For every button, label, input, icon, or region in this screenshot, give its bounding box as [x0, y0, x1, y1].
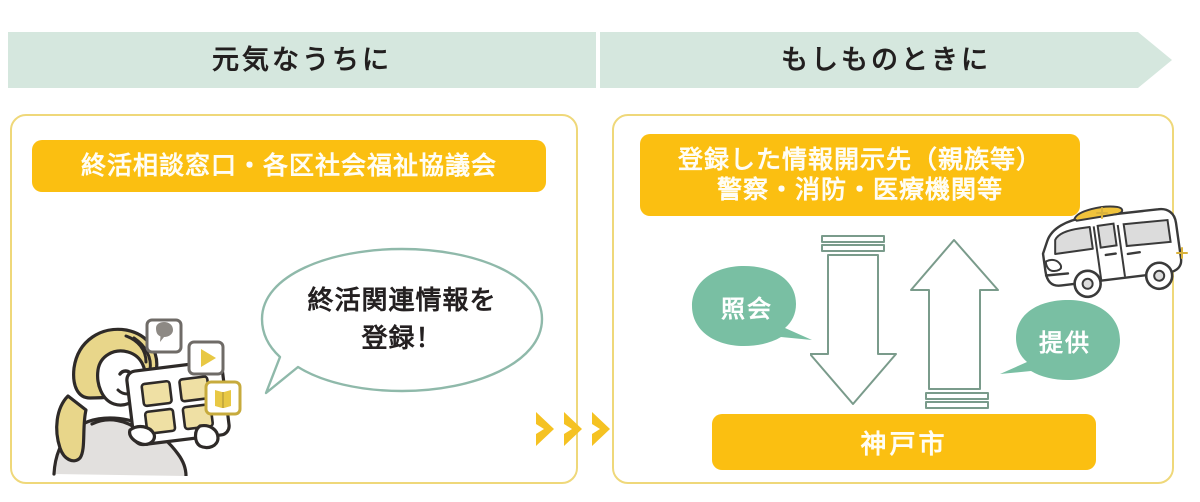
header-label-genki: 元気なうちに [212, 44, 392, 76]
speech-bubble-provide: 提供 [998, 298, 1124, 382]
speech-bubble-inquiry: 照会 [688, 264, 814, 348]
speech-bubble-register: 終活関連情報を 登録！ [256, 243, 548, 403]
exchange-arrows [809, 232, 1000, 414]
banner-line: 警察・消防・医療機関等 [716, 175, 1003, 204]
bubble-label: 提供 [1039, 328, 1091, 357]
bubble-line-2: 登録！ [361, 324, 443, 354]
ambulance-illustration [1032, 196, 1194, 306]
banner-disclosure-targets: 登録した情報開示先（親族等） 警察・消防・医療機関等 [640, 134, 1080, 216]
header-band-genki: 元気なうちに [8, 32, 596, 88]
down-arrow [809, 235, 897, 405]
header-band-moshimo: もしものときに [600, 32, 1172, 88]
bubble-line-1: 終活関連情報を [307, 286, 497, 317]
kobe-city-box: 神戸市 [712, 414, 1096, 470]
header-label-moshimo: もしものときに [781, 44, 991, 76]
bubble-label: 照会 [721, 294, 773, 323]
banner-consultation-desk: 終活相談窓口・各区社会福祉協議会 [32, 140, 546, 192]
person-with-tablet-illustration [34, 298, 250, 478]
up-arrow [910, 239, 999, 409]
kobe-city-label: 神戸市 [860, 429, 948, 460]
banner-line: 終活相談窓口・各区社会福祉協議会 [80, 150, 497, 180]
banner-line: 登録した情報開示先（親族等） [677, 144, 1042, 174]
